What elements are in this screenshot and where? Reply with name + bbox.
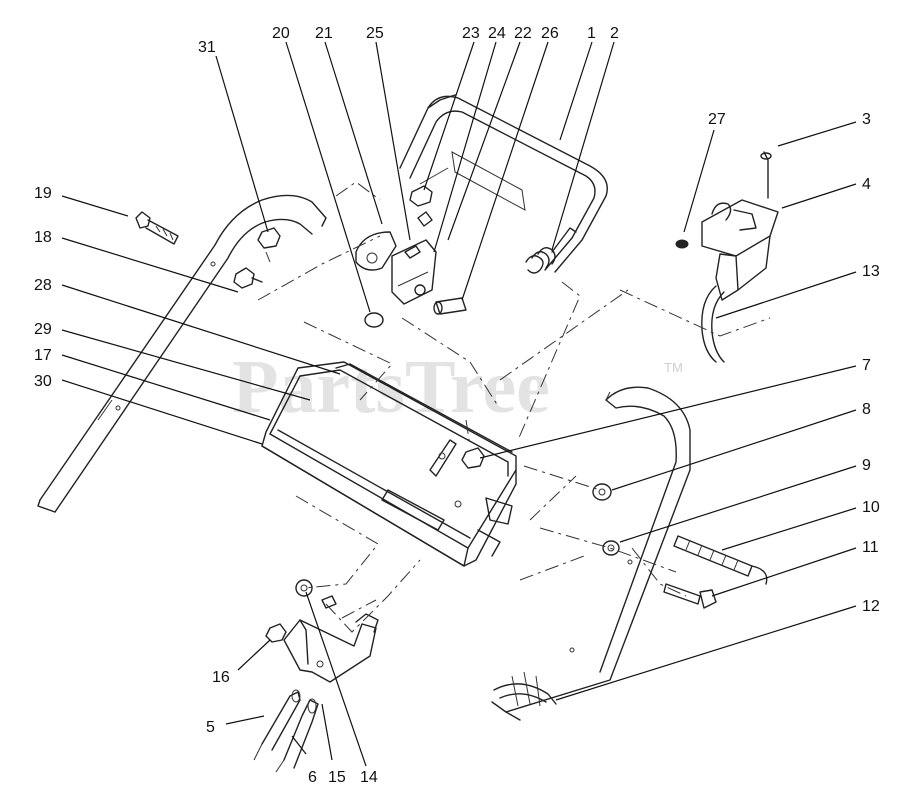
callout-28: 28 (34, 277, 52, 294)
retaining-ring (364, 312, 384, 328)
shoulder-bolt (233, 267, 263, 289)
callout-1: 1 (587, 25, 596, 42)
callout-31: 31 (198, 39, 216, 56)
callout-23: 23 (462, 25, 480, 42)
lower-bracket (265, 579, 379, 683)
callout-6: 6 (308, 769, 317, 786)
callout-4: 4 (862, 176, 871, 193)
watermark-trademark: TM (664, 360, 683, 375)
callout-12: 12 (862, 598, 880, 615)
cable-tie (493, 671, 557, 707)
callout-17: 17 (34, 347, 52, 364)
callout-30: 30 (34, 373, 52, 390)
callout-22: 22 (514, 25, 532, 42)
control-cables (253, 689, 319, 773)
callout-7: 7 (862, 357, 871, 374)
callout-15: 15 (328, 769, 346, 786)
hex-nut (409, 185, 433, 207)
pin (433, 297, 467, 315)
spacer-washer (602, 540, 620, 556)
callout-10: 10 (862, 499, 880, 516)
callout-27: 27 (708, 111, 726, 128)
upper-handle-bar (399, 94, 608, 273)
callout-18: 18 (34, 229, 52, 246)
control-box (701, 151, 779, 363)
control-channel (261, 361, 517, 567)
callout-25: 25 (366, 25, 384, 42)
callout-19: 19 (34, 185, 52, 202)
right-handle-tube (491, 386, 691, 721)
callout-5: 5 (206, 719, 215, 736)
callout-11: 11 (862, 539, 879, 556)
callout-26: 26 (541, 25, 559, 42)
callout-labels: 31 20 21 25 23 24 22 26 1 2 27 3 4 19 18… (34, 25, 880, 786)
callout-20: 20 (272, 25, 290, 42)
callout-9: 9 (862, 457, 871, 474)
spring (525, 227, 577, 274)
washer-dark (675, 239, 689, 249)
callout-16: 16 (212, 669, 230, 686)
flat-washer (592, 483, 612, 501)
callout-29: 29 (34, 321, 52, 338)
callout-3: 3 (862, 111, 871, 128)
shoulder-screw (663, 583, 717, 609)
control-bracket (355, 211, 437, 305)
carriage-bolt (135, 211, 179, 245)
callout-13: 13 (862, 263, 880, 280)
callout-14: 14 (360, 769, 378, 786)
callout-2: 2 (610, 25, 619, 42)
exploded-view-lines (257, 181, 771, 633)
callout-8: 8 (862, 401, 871, 418)
callout-24: 24 (488, 25, 506, 42)
lock-nut (257, 227, 281, 263)
threaded-rod (673, 535, 768, 585)
callout-21: 21 (315, 25, 333, 42)
leader-lines (61, 41, 857, 767)
